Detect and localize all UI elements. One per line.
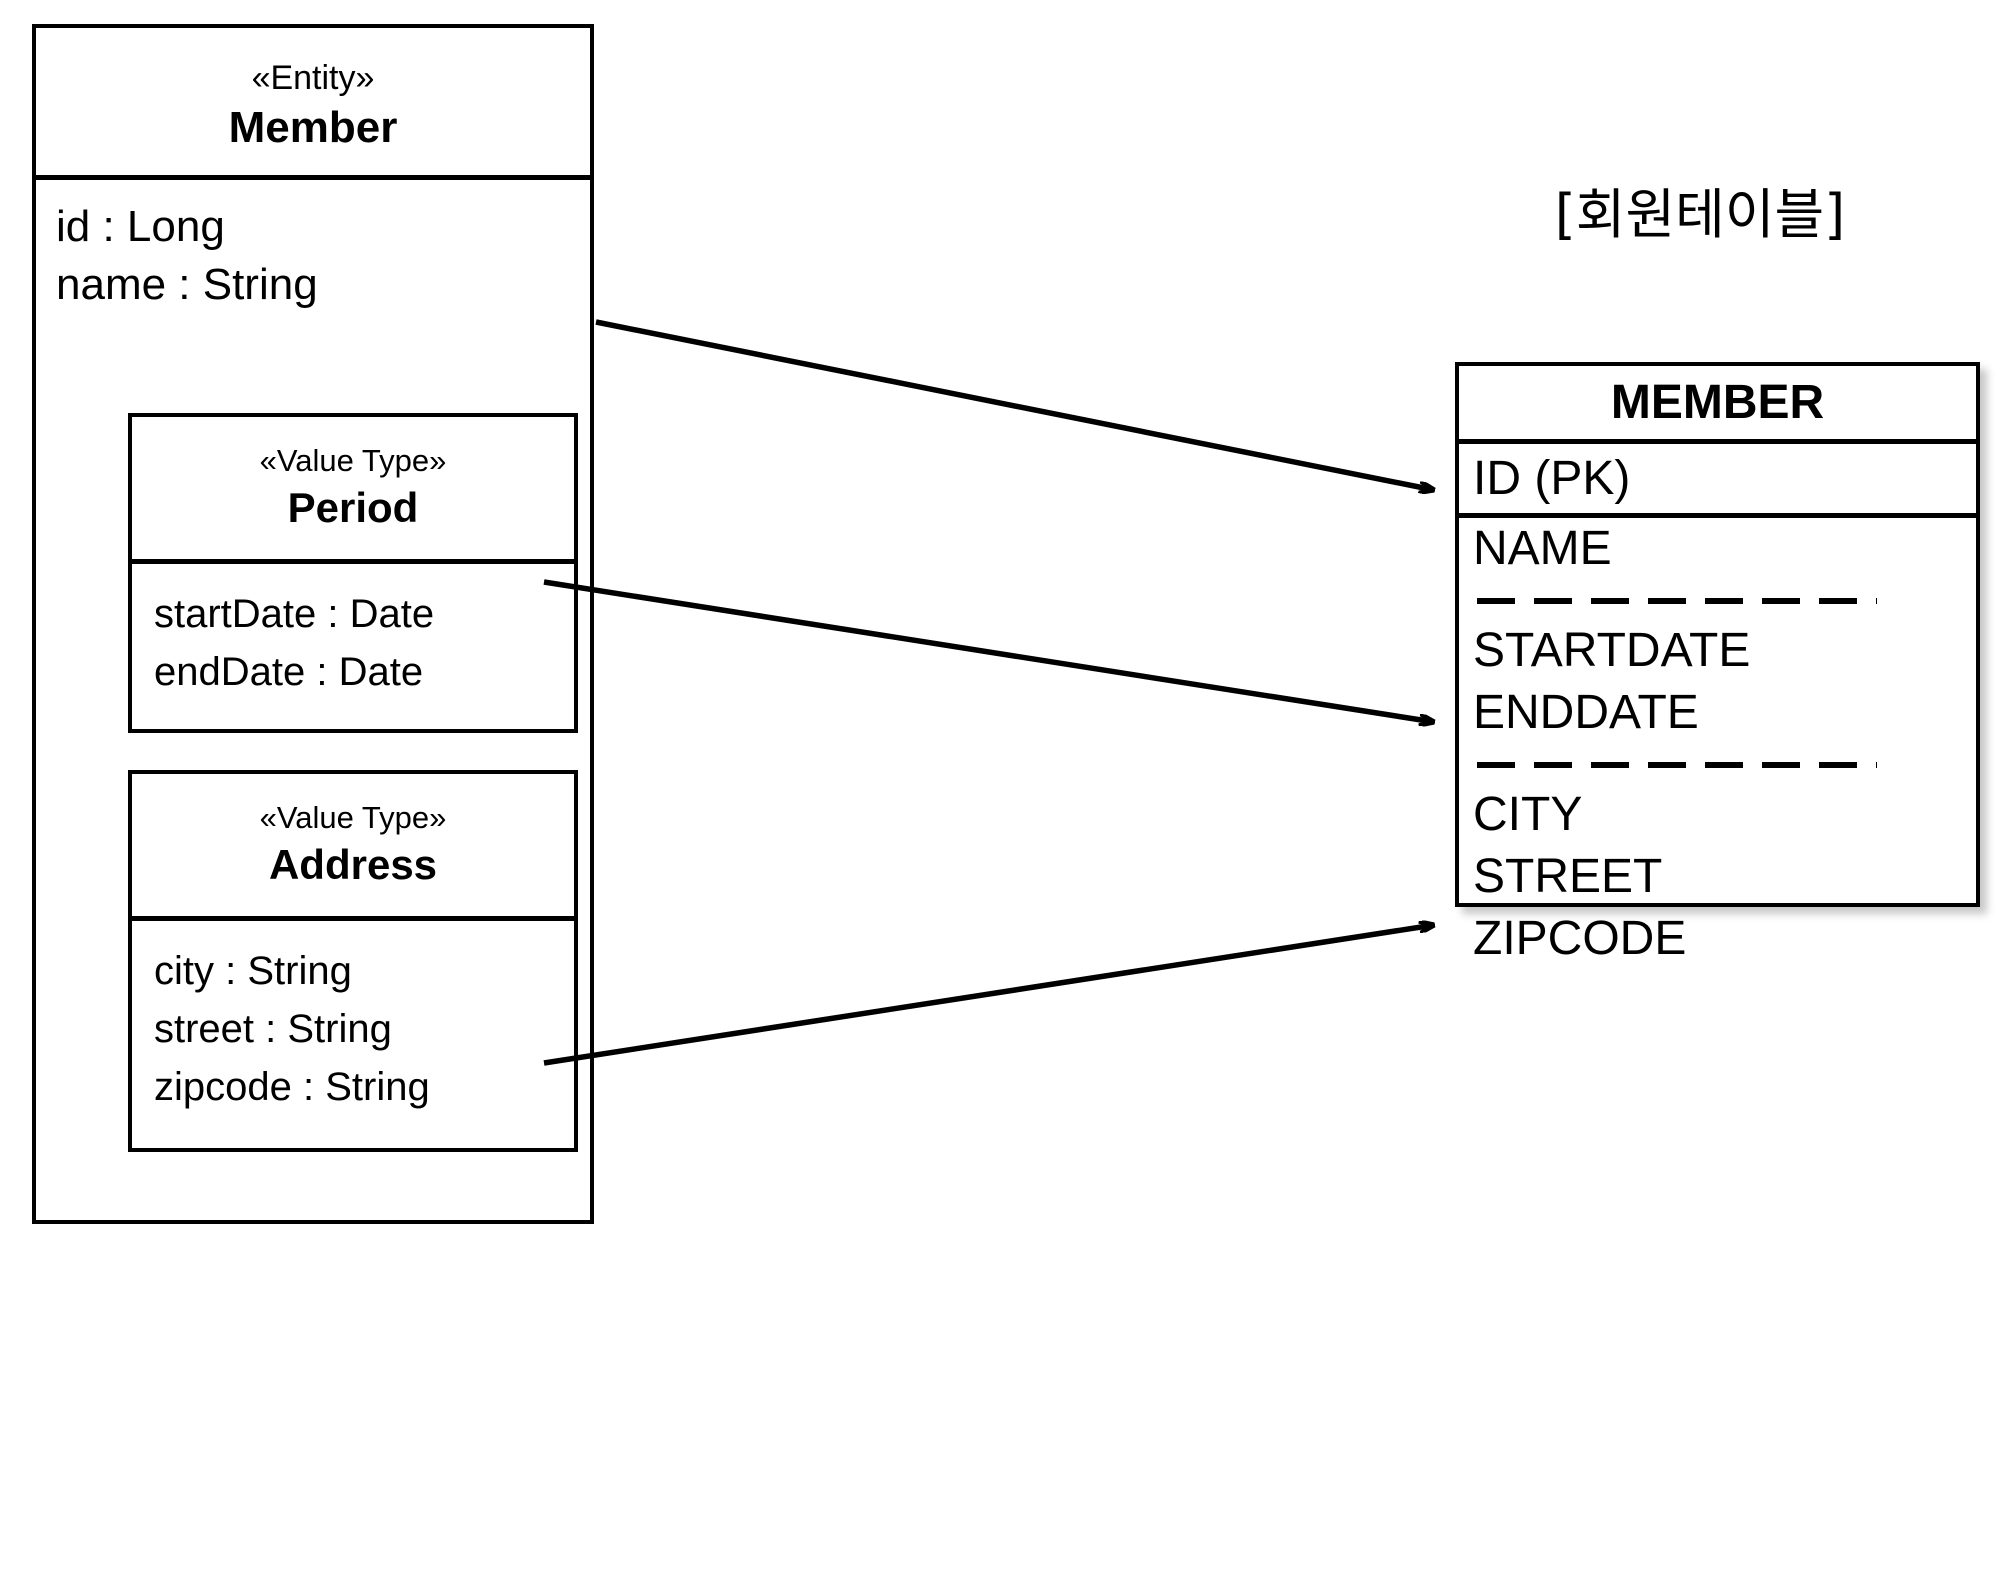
period-header: «Value Type» Period	[132, 417, 574, 564]
member-table-pk-row: ID (PK)	[1459, 444, 1976, 518]
address-attribute-list: city : String street : String zipcode : …	[154, 942, 574, 1116]
member-attribute-list: id : Long name : String	[56, 198, 576, 314]
period-attribute-startdate: startDate : Date	[154, 592, 435, 636]
period-value-type-box: «Value Type» Period startDate : Date end…	[128, 413, 578, 733]
member-table-name-row: MEMBER	[1459, 366, 1976, 444]
connector-member-to-id	[595, 319, 1434, 490]
period-attribute-enddate: endDate : Date	[154, 650, 424, 694]
table-caption: [회원테이블]	[1554, 183, 1846, 246]
address-attribute-zipcode: zipcode : String	[154, 1065, 430, 1109]
member-table-box: MEMBER ID (PK) NAME STARTDATE ENDDATE CI…	[1455, 362, 1980, 965]
attribute-name: name : String	[56, 260, 318, 309]
address-header: «Value Type» Address	[132, 774, 574, 921]
entity-name: Member	[228, 103, 398, 152]
connector-address-to-city	[543, 925, 1434, 1066]
column-startdate: STARTDATE	[1473, 624, 1751, 677]
entity-stereotype: «Entity»	[251, 59, 375, 97]
column-street: STREET	[1473, 850, 1663, 903]
column-group-separator-2	[1477, 762, 1877, 768]
address-stereotype: «Value Type»	[259, 800, 447, 835]
period-attribute-list: startDate : Date endDate : Date	[154, 585, 574, 701]
column-enddate: ENDDATE	[1473, 686, 1699, 739]
address-attribute-street: street : String	[154, 1007, 392, 1051]
address-attribute-city: city : String	[154, 949, 352, 993]
period-stereotype: «Value Type»	[259, 443, 447, 478]
member-entity-box: «Entity» Member id : Long name : String …	[32, 24, 594, 1224]
address-value-type-box: «Value Type» Address city : String stree…	[128, 770, 578, 1152]
member-table-name: MEMBER	[1610, 375, 1825, 429]
member-table-columns: NAME STARTDATE ENDDATE CITY STREET ZIPCO…	[1459, 518, 1976, 970]
address-name: Address	[268, 841, 438, 888]
member-entity-header: «Entity» Member	[36, 28, 590, 180]
attribute-id: id : Long	[56, 202, 225, 251]
connector-period-to-startdate	[543, 579, 1434, 722]
period-name: Period	[287, 484, 419, 531]
column-id-pk: ID (PK)	[1473, 451, 1631, 505]
column-name: NAME	[1473, 522, 1612, 575]
column-city: CITY	[1473, 788, 1583, 841]
column-zipcode: ZIPCODE	[1473, 912, 1687, 965]
column-group-separator-1	[1477, 598, 1877, 604]
